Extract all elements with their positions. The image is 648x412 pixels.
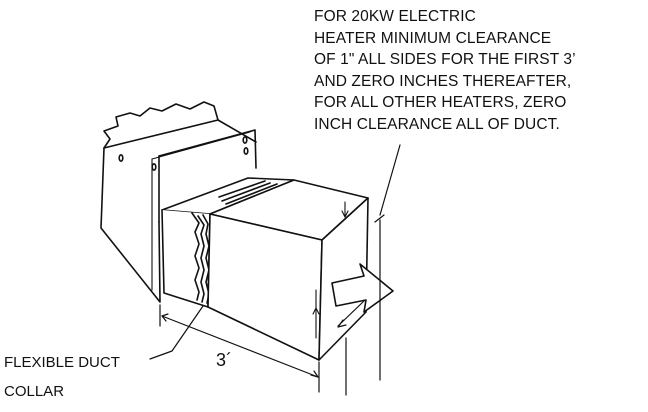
dimension-label: 3´ xyxy=(216,350,233,370)
cabinet-top-inner-edge xyxy=(151,131,251,160)
cabinet-hole xyxy=(151,163,157,172)
cabinet-right-face xyxy=(158,129,257,169)
arrowhead xyxy=(341,210,349,218)
collar-label-line: COLLAR xyxy=(4,383,65,400)
collar-top-fold xyxy=(225,183,278,205)
collar-top-fold xyxy=(218,180,266,198)
cabinet-hole xyxy=(118,154,124,163)
duct-end-face xyxy=(318,197,369,361)
note-line: HEATER MINIMUM CLEARANCE xyxy=(314,29,552,47)
collar-fold xyxy=(197,215,205,303)
collar-fold xyxy=(191,212,200,301)
arrowhead xyxy=(161,313,169,322)
clearance-note: FOR 20KW ELECTRIC HEATER MINIMUM CLEARAN… xyxy=(314,6,576,135)
note-line: INCH CLEARANCE ALL OF DUCT. xyxy=(314,115,560,133)
rigid-duct xyxy=(207,179,369,361)
airflow-arrow xyxy=(331,263,394,313)
collar-label-line: FLEXIBLE DUCT xyxy=(4,354,120,371)
cabinet-top-face xyxy=(103,119,257,149)
note-line: FOR ALL OTHER HEATERS, ZERO xyxy=(314,94,567,111)
note-leader-line xyxy=(379,144,401,216)
collar-leader-line xyxy=(149,305,204,360)
duct-front-face xyxy=(207,213,323,361)
cabinet-torn-edge xyxy=(103,101,219,149)
arrowhead xyxy=(310,370,319,378)
air-handler-cabinet xyxy=(100,101,257,303)
length-dimension xyxy=(159,304,320,393)
cabinet-hole xyxy=(242,136,248,145)
cabinet-hole xyxy=(243,147,249,156)
clearance-indicators xyxy=(337,144,401,396)
flexible-duct-collar-label: FLEXIBLE DUCT COLLAR xyxy=(4,348,120,406)
collar-top-fold xyxy=(221,182,271,202)
clearance-tick xyxy=(374,214,385,223)
arrowhead xyxy=(337,319,347,328)
cabinet-front-face xyxy=(100,147,161,303)
note-line: OF 1" ALL SIDES FOR THE FIRST 3’ xyxy=(314,51,576,68)
note-line: FOR 20KW ELECTRIC xyxy=(314,8,476,25)
arrowhead xyxy=(312,307,320,315)
note-line: AND ZERO INCHES THEREAFTER, xyxy=(314,72,572,90)
dimension-line xyxy=(161,315,319,378)
